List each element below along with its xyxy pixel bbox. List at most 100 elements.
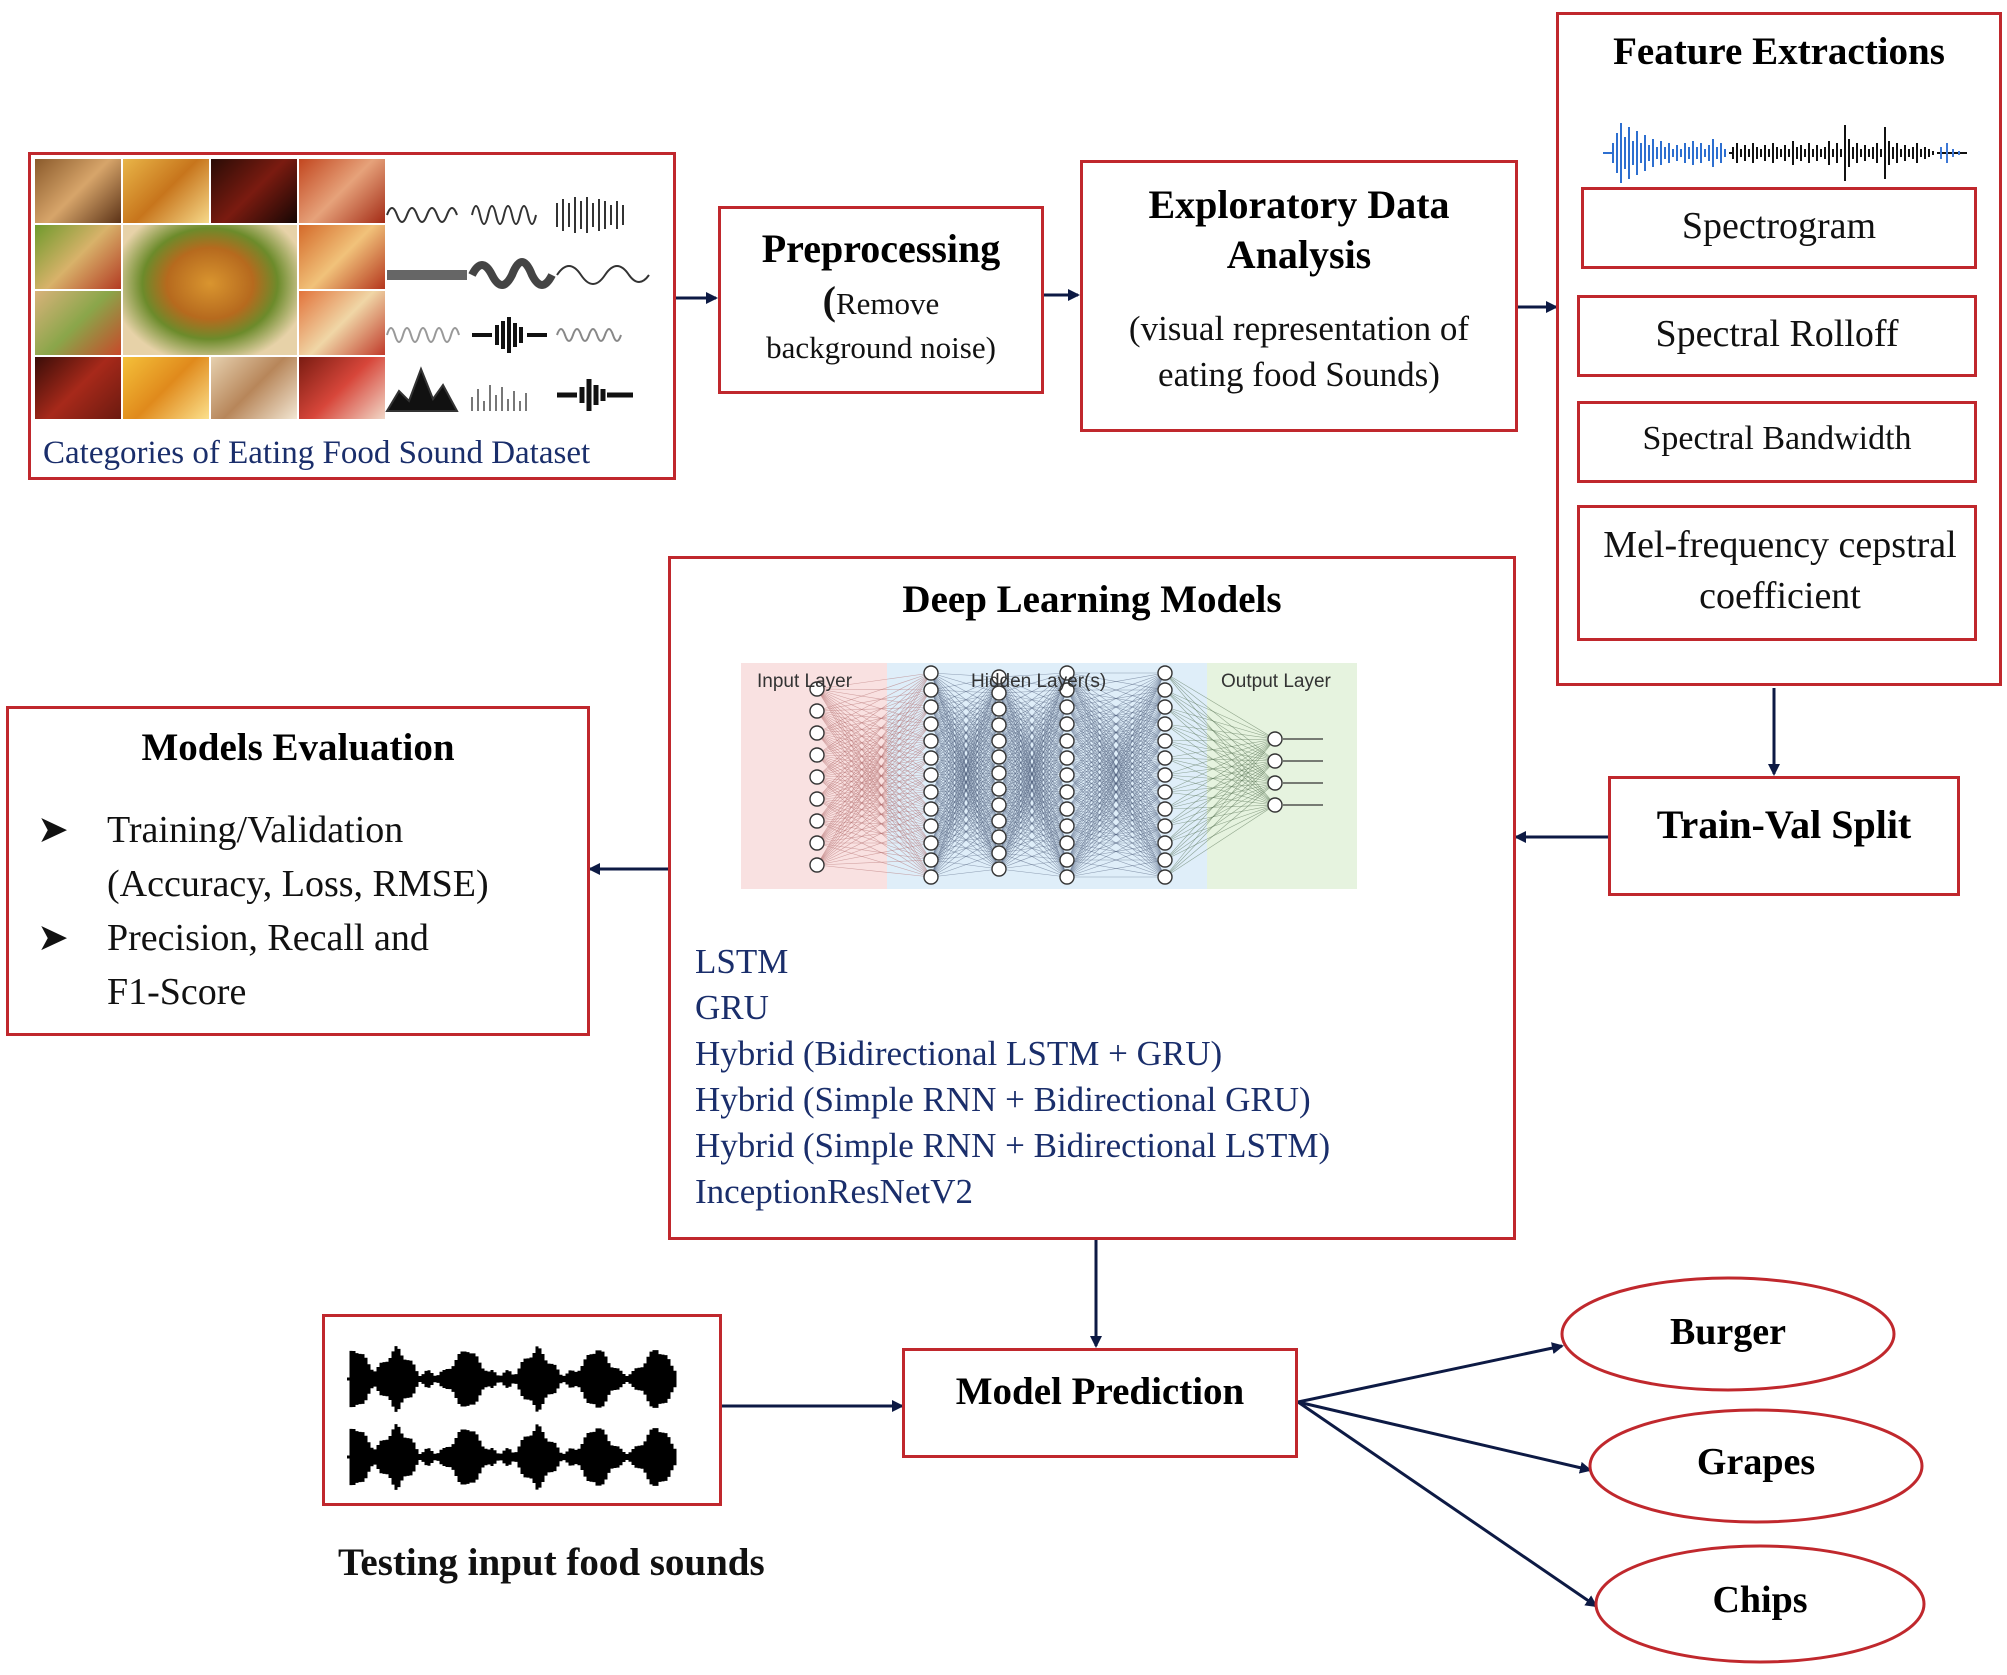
network-connection bbox=[816, 723, 932, 756]
network-connection bbox=[1066, 689, 1166, 878]
network-connection bbox=[816, 798, 932, 861]
network-connection bbox=[816, 672, 932, 800]
network-connection bbox=[998, 859, 1068, 870]
dataset-caption: Categories of Eating Food Sound Dataset bbox=[43, 435, 591, 471]
network-connection bbox=[998, 788, 1068, 827]
network-connection bbox=[930, 723, 1000, 822]
network-connection bbox=[998, 804, 1068, 861]
network-connection bbox=[816, 732, 932, 776]
network-connection bbox=[816, 798, 932, 810]
network-connection bbox=[1164, 740, 1276, 784]
network-connection bbox=[930, 706, 1000, 822]
feature-item-spectral-bandwidth: Spectral Bandwidth bbox=[1577, 401, 1977, 483]
network-connection bbox=[816, 732, 932, 759]
network-connection bbox=[1164, 738, 1276, 878]
network-connection bbox=[930, 672, 1000, 790]
network-connection bbox=[816, 757, 932, 844]
network-connection bbox=[998, 740, 1068, 844]
preprocessing-paren: ( bbox=[822, 278, 836, 323]
network-connection bbox=[998, 825, 1068, 854]
network-connection bbox=[930, 672, 1000, 678]
network-connection bbox=[930, 842, 1000, 870]
network-connection bbox=[930, 772, 1000, 793]
network-node bbox=[1157, 750, 1173, 766]
pizza-photo bbox=[299, 159, 385, 223]
network-connection bbox=[998, 836, 1068, 844]
network-connection bbox=[930, 689, 1000, 790]
network-connection bbox=[998, 676, 1068, 776]
network-connection bbox=[816, 820, 932, 878]
network-node bbox=[1059, 665, 1075, 681]
waveform-grid bbox=[385, 197, 650, 412]
network-connection bbox=[816, 688, 932, 793]
network-connection bbox=[930, 676, 1000, 827]
network-connection bbox=[816, 776, 932, 861]
preprocessing-sub-line2: background noise) bbox=[766, 330, 996, 365]
preprocessing-subtext: (Remove background noise) bbox=[721, 279, 1041, 370]
network-connection bbox=[816, 754, 932, 844]
network-node bbox=[1059, 699, 1075, 715]
network-connection bbox=[998, 723, 1068, 870]
network-connection bbox=[1164, 760, 1276, 861]
network-connection bbox=[1164, 782, 1276, 844]
network-connection bbox=[998, 772, 1068, 793]
network-connection bbox=[998, 788, 1068, 793]
network-connection bbox=[816, 776, 932, 793]
network-connection bbox=[1164, 782, 1276, 878]
network-connection bbox=[998, 740, 1068, 759]
network-connection bbox=[998, 757, 1068, 790]
network-connection bbox=[998, 689, 1068, 710]
network-connection bbox=[816, 688, 932, 878]
network-connection bbox=[1066, 672, 1166, 878]
network-connection bbox=[816, 723, 932, 844]
network-connection bbox=[930, 756, 1000, 759]
network-connection bbox=[998, 756, 1068, 793]
network-connection bbox=[930, 706, 1000, 806]
network-connection bbox=[816, 672, 932, 822]
network-connection bbox=[930, 836, 1000, 861]
network-connection bbox=[816, 672, 932, 756]
network-node bbox=[923, 699, 939, 715]
arrow-prediction-to-grapes bbox=[1297, 1400, 1592, 1474]
network-connection bbox=[930, 689, 1000, 758]
network-connection bbox=[930, 772, 1000, 810]
network-connection bbox=[816, 791, 932, 800]
network-connection bbox=[1164, 804, 1276, 844]
network-node bbox=[809, 769, 825, 785]
network-connection bbox=[1066, 672, 1166, 691]
train-val-split-box: Train-Val Split bbox=[1608, 776, 1960, 896]
network-connection bbox=[930, 852, 1000, 861]
network-connection bbox=[816, 732, 932, 878]
network-connection bbox=[816, 776, 932, 827]
network-connection bbox=[998, 820, 1068, 878]
network-connection bbox=[998, 788, 1068, 861]
network-connection bbox=[930, 740, 1000, 758]
network-connection bbox=[816, 688, 932, 691]
network-connection bbox=[930, 825, 1000, 854]
network-connection bbox=[930, 788, 1000, 810]
sandwich-photo bbox=[35, 291, 121, 355]
network-connection bbox=[930, 868, 1000, 878]
network-connection bbox=[930, 740, 1000, 838]
network-connection bbox=[998, 706, 1068, 742]
network-connection bbox=[998, 708, 1068, 827]
network-connection bbox=[1164, 774, 1276, 784]
network-connection bbox=[930, 757, 1000, 790]
network-connection bbox=[816, 820, 932, 844]
evaluation-bullet-line1: Precision, Recall and bbox=[107, 917, 429, 959]
network-connection bbox=[998, 820, 1068, 844]
network-connection bbox=[816, 710, 932, 725]
fruit-photo bbox=[299, 291, 385, 355]
network-connection bbox=[816, 754, 932, 793]
network-connection bbox=[816, 672, 932, 778]
network-connection bbox=[930, 723, 1000, 806]
network-connection bbox=[998, 724, 1068, 776]
network-connection bbox=[930, 708, 1000, 878]
network-node bbox=[1059, 801, 1075, 817]
network-node bbox=[923, 818, 939, 834]
network-connection bbox=[930, 788, 1000, 878]
network-connection bbox=[930, 804, 1000, 810]
model-item-gru: GRU bbox=[695, 988, 769, 1027]
network-connection bbox=[816, 774, 932, 800]
